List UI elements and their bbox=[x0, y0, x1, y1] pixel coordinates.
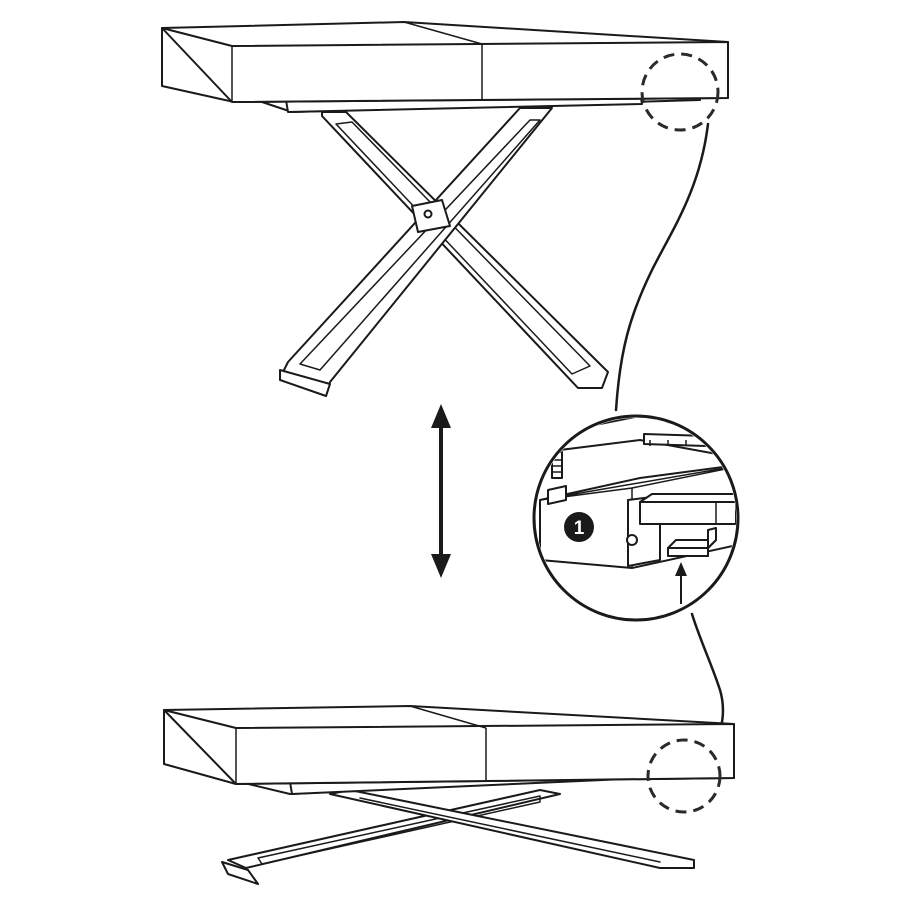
detail-highlight-circle-top bbox=[640, 52, 720, 132]
raised-table-leg-front bbox=[279, 107, 553, 397]
detail-magnifier: 1 bbox=[532, 414, 740, 622]
raised-table bbox=[161, 21, 729, 397]
double-headed-vertical-arrow-icon bbox=[431, 404, 451, 578]
connector-wire-top bbox=[614, 122, 710, 412]
raised-table-leg-back bbox=[321, 111, 609, 389]
step-badge-number: 1 bbox=[574, 518, 585, 539]
raised-table-top bbox=[161, 21, 729, 103]
raised-table-cross-bracket bbox=[411, 199, 451, 233]
step-badge: 1 bbox=[564, 512, 594, 542]
detail-highlight-circle-bottom bbox=[646, 738, 722, 814]
lowered-table bbox=[163, 705, 735, 885]
upward-arrow-icon bbox=[675, 562, 687, 604]
lowered-table-top bbox=[163, 705, 735, 785]
